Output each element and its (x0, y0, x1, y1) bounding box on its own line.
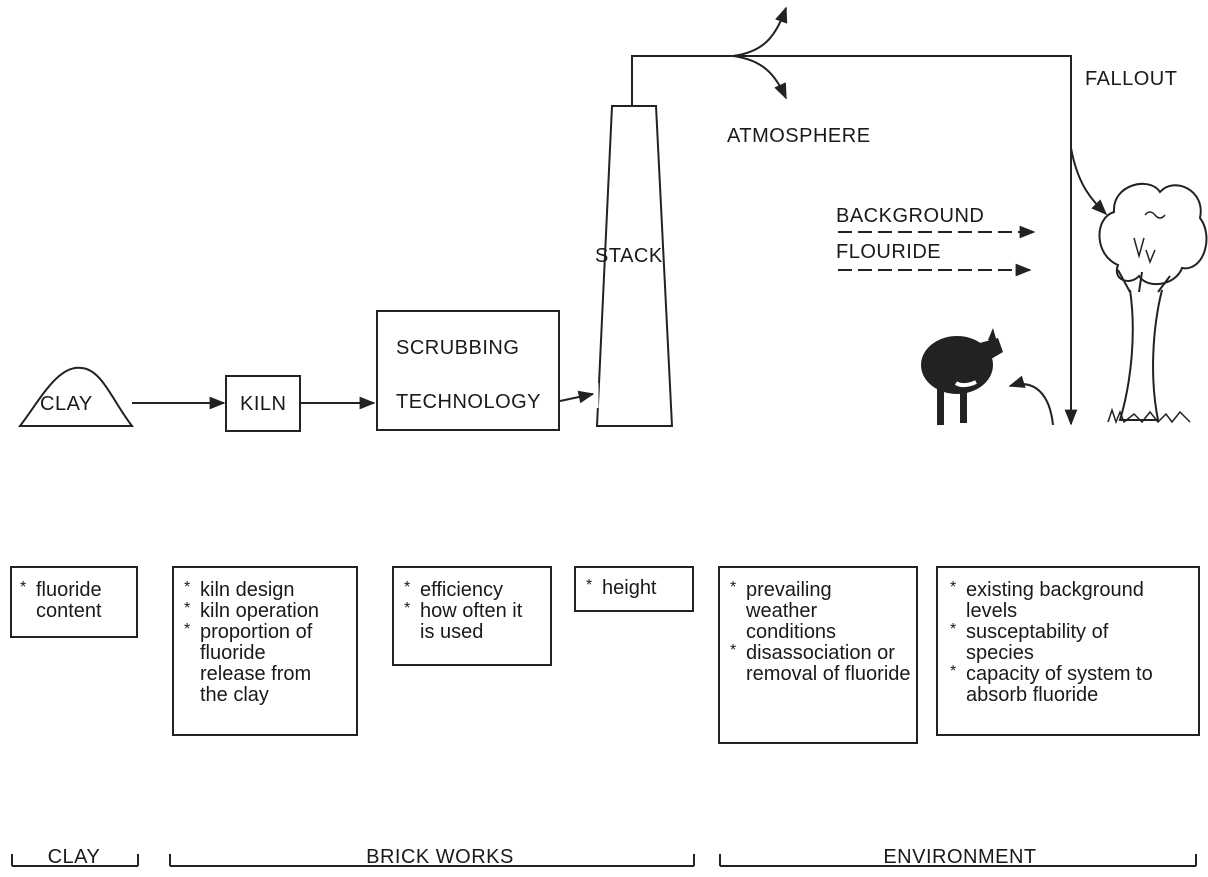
environment-factor-item: susceptability of species (950, 619, 1156, 664)
stack-shape (595, 105, 674, 427)
scrubbing-factors-box: efficiency how often it is used (392, 566, 552, 666)
environment-factor-item: existing background levels (950, 577, 1194, 622)
section-brackets (11, 854, 1197, 867)
stack-factors-list: height (586, 575, 686, 599)
kiln-label: KILN (240, 393, 287, 415)
atmosphere-factor-item: prevailing weather conditions (730, 577, 856, 643)
stack-factors-box: height (574, 566, 694, 612)
cow-arrow (1008, 375, 1054, 426)
clay-label: CLAY (40, 393, 93, 415)
scrubbing-factor-item: efficiency (404, 577, 544, 601)
kiln-factor-item: kiln operation (184, 598, 354, 622)
atmosphere-factors-list: prevailing weather conditions disassocia… (730, 577, 912, 685)
scrubbing-technology-box: SCRUBBING TECHNOLOGY (376, 310, 560, 431)
scrubbing-factors-list: efficiency how often it is used (404, 577, 544, 643)
atmosphere-factors-box: prevailing weather conditions disassocia… (718, 566, 918, 744)
section-environment-label: ENVIRONMENT (883, 846, 1037, 868)
section-brick-works-label: BRICK WORKS (366, 846, 514, 868)
scrubbing-factor-item: how often it is used (404, 598, 530, 643)
flouride-label: FLOURIDE (836, 241, 942, 263)
clay-pile-shape (17, 366, 135, 427)
scrubbing-to-stack-arrow (559, 390, 595, 404)
environment-factor-item: capacity of system to absorb fluoride (950, 661, 1194, 706)
background-label: BACKGROUND (836, 205, 985, 227)
cow-icon (921, 328, 1003, 425)
fallout-tree-arrow (1070, 147, 1108, 216)
stack-factor-item: height (586, 575, 686, 599)
kiln-factor-item: kiln design (184, 577, 354, 601)
fallout-label: FALLOUT (1085, 68, 1178, 90)
stack-label: STACK (595, 245, 663, 267)
tree-icon (1098, 182, 1208, 425)
atmosphere-factor-item: disassociation or removal of fluoride (730, 640, 916, 685)
kiln-factor-item: proportion of fluoride release from the … (184, 619, 335, 706)
environment-factors-list: existing background levels susceptabilit… (950, 577, 1194, 706)
atmosphere-label: ATMOSPHERE (727, 125, 871, 147)
clay-factor-item: fluoride content (20, 577, 132, 622)
plume-line (631, 55, 1078, 426)
kiln-box: KILN (225, 375, 301, 432)
atmosphere-up-arrow (732, 6, 788, 57)
technology-label: TECHNOLOGY (396, 391, 542, 413)
clay-factors-list: fluoride content (20, 577, 132, 622)
kiln-factors-list: kiln design kiln operation proportion of… (184, 577, 354, 706)
environment-factors-box: existing background levels susceptabilit… (936, 566, 1200, 736)
kiln-factors-box: kiln design kiln operation proportion of… (172, 566, 358, 736)
section-clay-label: CLAY (47, 846, 101, 868)
clay-factors-box: fluoride content (10, 566, 138, 638)
scrubbing-label: SCRUBBING (396, 337, 520, 359)
atmosphere-down-arrow (732, 55, 787, 100)
